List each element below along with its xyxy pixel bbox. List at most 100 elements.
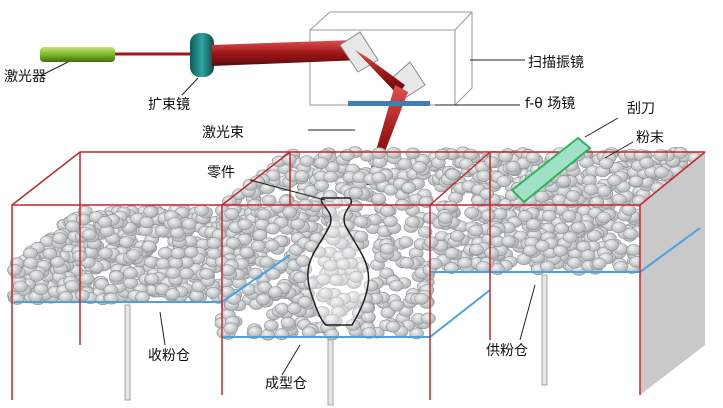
powder-particle bbox=[586, 229, 602, 242]
powder-particle bbox=[427, 258, 443, 270]
powder-particle bbox=[556, 175, 572, 187]
powder-particle bbox=[167, 217, 182, 229]
powder-particle bbox=[583, 183, 599, 196]
powder-particle bbox=[598, 157, 614, 170]
powder-particle bbox=[457, 256, 473, 269]
powder-particle bbox=[165, 288, 180, 300]
powder-particle bbox=[479, 188, 495, 200]
powder-particle bbox=[33, 283, 49, 296]
powder-particle bbox=[98, 247, 113, 259]
powder-particle bbox=[626, 244, 641, 256]
powder-particle bbox=[628, 175, 644, 188]
powder-particle bbox=[280, 316, 296, 329]
powder-particle bbox=[265, 268, 281, 280]
powder-particle bbox=[263, 319, 279, 332]
powder-particle bbox=[541, 210, 557, 222]
powder-particle bbox=[464, 206, 479, 219]
powder-particle bbox=[421, 312, 436, 325]
powder-particle bbox=[423, 236, 439, 248]
powder-particle bbox=[480, 209, 496, 222]
powder-particle bbox=[412, 161, 427, 173]
powder-particle bbox=[399, 256, 415, 269]
powder-particle bbox=[522, 244, 538, 257]
powder-particle bbox=[571, 221, 586, 234]
powder-particle bbox=[158, 247, 173, 259]
powder-particle bbox=[58, 291, 74, 303]
powder-particle bbox=[256, 208, 272, 221]
powder-particle bbox=[109, 270, 124, 283]
powder-particle bbox=[328, 274, 344, 286]
powder-particle bbox=[29, 269, 44, 282]
powder-particle bbox=[170, 247, 186, 259]
powder-particle bbox=[535, 240, 550, 252]
powder-particle bbox=[242, 179, 258, 191]
powder-particle bbox=[621, 204, 637, 216]
powder-particle bbox=[371, 171, 387, 184]
powder-particle bbox=[385, 320, 401, 333]
powder-particle bbox=[414, 292, 429, 305]
powder-particle bbox=[562, 231, 578, 244]
powder-particle bbox=[501, 235, 517, 247]
powder-particle bbox=[294, 170, 310, 182]
powder-particle bbox=[143, 206, 158, 218]
label-laser: 激光器 bbox=[4, 69, 46, 85]
powder-particle bbox=[348, 187, 364, 199]
powder-particle bbox=[380, 306, 396, 319]
powder-particle bbox=[444, 262, 459, 274]
powder-particle bbox=[155, 257, 171, 270]
powder-particle bbox=[417, 226, 433, 238]
powder-particle bbox=[434, 148, 450, 161]
powder-particle bbox=[534, 190, 550, 203]
label-f-theta-lens: f-θ 场镜 bbox=[525, 96, 576, 112]
bin-frames bbox=[11, 151, 706, 400]
powder-particle bbox=[224, 208, 239, 220]
label-scanner: 扫描振镜 bbox=[528, 55, 584, 71]
label-part: 零件 bbox=[207, 165, 235, 181]
powder-particle bbox=[299, 155, 315, 167]
laser-body bbox=[40, 47, 115, 62]
powder-particle bbox=[335, 258, 351, 271]
powder-particle bbox=[401, 181, 417, 194]
powder-particle bbox=[144, 273, 160, 285]
powder-particle bbox=[361, 311, 376, 323]
powder-particle bbox=[475, 261, 491, 273]
powder-particle bbox=[123, 277, 138, 289]
powder-particle bbox=[323, 170, 339, 183]
powder-particle bbox=[476, 170, 492, 182]
powder-particle bbox=[405, 216, 420, 228]
powder-particle bbox=[141, 240, 157, 253]
powder-particle bbox=[13, 280, 28, 293]
powder-particle bbox=[567, 256, 582, 269]
powder-particle bbox=[484, 156, 499, 168]
powder-particle bbox=[348, 271, 364, 283]
powder-particle bbox=[516, 253, 532, 266]
powder-particle bbox=[596, 211, 612, 224]
label-powder: 粉末 bbox=[636, 130, 664, 146]
powder-particle bbox=[389, 299, 405, 312]
powder-particle bbox=[42, 247, 58, 260]
powder-particle bbox=[639, 156, 654, 169]
powder-particle bbox=[505, 160, 521, 173]
powder-particle bbox=[565, 190, 581, 202]
powder-particle bbox=[79, 272, 95, 285]
powder-particle bbox=[450, 230, 465, 242]
powder-particle bbox=[247, 326, 263, 338]
powder-particle bbox=[673, 147, 688, 159]
powder-particle bbox=[64, 280, 80, 292]
powder-particle bbox=[199, 268, 214, 280]
powder-particle bbox=[484, 247, 500, 259]
laser-beam-expanded bbox=[212, 40, 362, 66]
supply-bin-side-wall bbox=[640, 152, 705, 395]
powder-particle bbox=[487, 225, 502, 238]
powder-particle bbox=[498, 150, 513, 163]
powder-particle bbox=[169, 226, 185, 239]
powder-particle bbox=[179, 267, 194, 280]
powder-particle bbox=[261, 194, 277, 207]
powder-particle bbox=[611, 221, 627, 234]
powder-particle bbox=[469, 243, 484, 256]
powder-particle bbox=[397, 158, 413, 170]
powder-particle bbox=[259, 256, 274, 268]
label-beam-expander: 扩束镜 bbox=[148, 97, 190, 113]
